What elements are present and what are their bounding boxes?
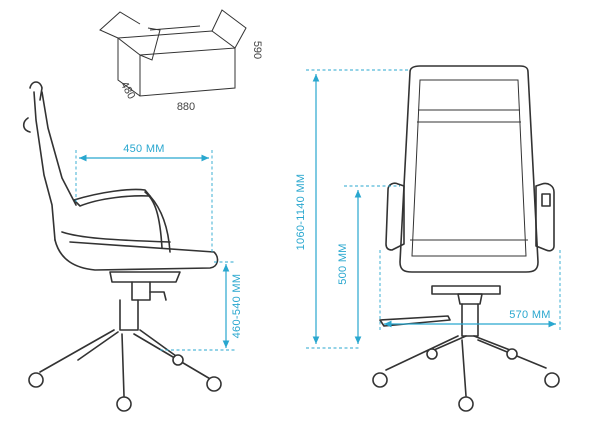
box-flap-left — [99, 11, 141, 39]
width-label: 570 MM — [509, 309, 551, 321]
box-left-face — [117, 38, 141, 97]
side-caster-4 — [172, 354, 184, 366]
front-base-legs — [385, 335, 547, 397]
box-front-face — [139, 47, 236, 97]
box-flap-front — [139, 27, 161, 61]
front-armrest-right-knob — [541, 193, 551, 207]
front-backrest-outer — [399, 65, 539, 273]
side-view-dimensions: 450 MM 460-540 MM — [75, 143, 243, 351]
side-armrest-support — [144, 191, 163, 249]
side-seat — [54, 239, 219, 271]
box-top-face — [116, 30, 236, 56]
box-width-label: 880 — [177, 101, 195, 113]
side-mechanism — [109, 271, 181, 283]
side-armrest-pad — [73, 188, 151, 207]
box-inner-edge — [149, 25, 201, 31]
side-caster-1 — [28, 372, 44, 388]
side-caster-3 — [206, 376, 222, 392]
front-mechanism-block — [457, 293, 483, 305]
front-caster-5 — [426, 348, 438, 360]
side-mechanism-block — [131, 281, 151, 301]
side-back-knob — [22, 117, 31, 133]
seat-depth-label: 450 MM — [123, 143, 165, 155]
front-view-dimensions: 1060-1140 MM 500 MM 570 MM — [295, 69, 561, 349]
front-armrest-left — [385, 182, 405, 251]
front-lever — [379, 315, 451, 327]
box-height-label: 590 — [251, 41, 263, 59]
side-caster-2 — [116, 396, 132, 412]
side-gas-lift — [119, 299, 139, 331]
chair-front-view — [372, 65, 560, 412]
side-backrest-rear — [33, 91, 56, 241]
box-depth-label: 480 — [118, 80, 138, 102]
side-seat-top — [61, 231, 171, 243]
total-height-label: 1060-1140 MM — [295, 174, 307, 251]
side-armrest-support-inner — [149, 195, 171, 253]
front-backrest-band — [417, 109, 521, 123]
front-caster-4 — [506, 348, 518, 360]
front-armrest-right — [535, 182, 555, 252]
front-caster-2 — [458, 396, 474, 412]
seat-height-label: 460-540 MM — [231, 274, 243, 339]
side-base-legs — [39, 329, 213, 397]
front-gas-lift — [461, 303, 479, 337]
front-caster-1 — [372, 372, 388, 388]
shipping-box: 880 480 590 — [99, 9, 263, 113]
box-flap-right — [211, 9, 247, 49]
side-backrest-front — [41, 91, 77, 206]
side-headrest — [29, 81, 43, 101]
front-caster-3 — [544, 372, 560, 388]
side-lever — [149, 291, 167, 301]
front-backrest-mesh — [411, 79, 527, 257]
chair-side-view — [22, 81, 222, 412]
front-mechanism — [431, 285, 501, 295]
back-height-label: 500 MM — [337, 243, 349, 285]
